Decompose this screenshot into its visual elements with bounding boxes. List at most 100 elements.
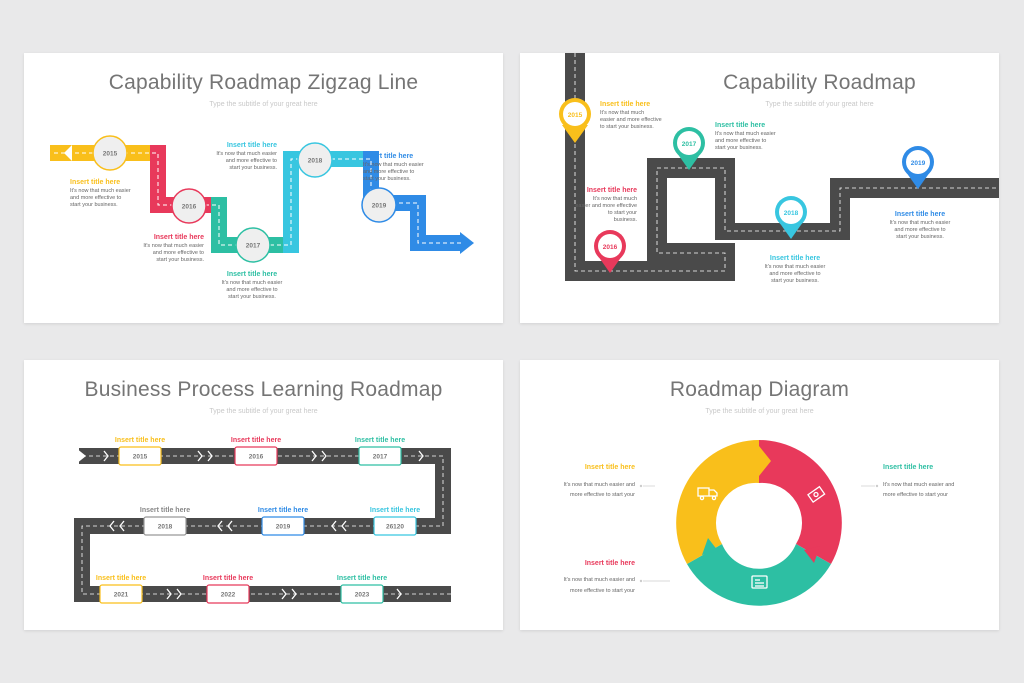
map-pin: 2015 [559,98,591,143]
milestone-desc: It's now that much easier [890,220,951,226]
callout-title: Insert title here [585,464,635,471]
step-year: 2017 [373,454,388,461]
callout-title: Insert title here [883,464,933,471]
milestone-desc: and more effective to [363,169,414,175]
document-icon [751,575,768,589]
arrow-tip [804,546,820,563]
map-pin: 2018 [775,196,807,239]
ring-segment-yellow [676,440,759,564]
step-card: Insert title here 2019 [258,507,308,536]
step-title: Insert title here [203,575,253,582]
callout-desc: It's now that much easier and [564,482,635,488]
milestone-title: Insert title here [600,101,650,108]
callout-desc: more effective to start your [570,588,635,594]
callout-right: Insert title here It's now that much eas… [861,464,954,498]
slide-subtitle: Type the subtitle of your great here [209,101,318,108]
slide-capability-roadmap[interactable]: Capability Roadmap Type the subtitle of … [520,53,999,323]
milestone-desc: and more effective to [894,227,945,233]
step-title: Insert title here [258,507,308,514]
step-year: 2018 [158,524,173,531]
pin-year: 2017 [682,141,697,148]
slide-learning-roadmap[interactable]: Business Process Learning Roadmap Type t… [24,360,503,630]
milestone-year: 2018 [308,158,323,165]
milestone-text-block: Insert title here It's now that much eas… [143,234,204,263]
step-card: Insert title here 2015 [115,437,165,466]
milestone-text-block: Insert title here It's now that much eas… [575,187,637,223]
milestone-desc: It's now that much easier [222,280,283,286]
truck-icon [697,487,718,501]
step-year: 2023 [355,592,370,599]
milestone-year: 2017 [246,243,261,250]
slide-title: Capability Roadmap Zigzag Line [108,71,419,94]
milestone-desc: start your business. [363,176,411,182]
milestone-desc: start your business. [771,278,819,284]
arrow-tip [759,446,771,476]
milestone-text-block: Insert title here It's now that much eas… [890,211,951,240]
milestone-year: 2016 [182,204,197,211]
milestone-circle: 2018 [297,142,333,178]
milestone-desc: It's now that much easier [363,162,424,168]
step-card: Insert title here 2018 [140,507,190,536]
milestone-text-block: Insert title here It's now that much eas… [70,179,131,208]
step-card: Insert title here 2022 [203,575,253,604]
step-year: 2021 [114,592,129,599]
milestone-desc: and more effective to [226,158,277,164]
milestone-desc: and more effective to [769,271,820,277]
milestone-desc: It's now that much [593,196,637,202]
step-title: Insert title here [140,507,190,514]
slide-subtitle: Type the subtitle of your great here [765,101,874,108]
milestone-title: Insert title here [587,187,637,194]
step-year: 2015 [133,454,148,461]
slide-subtitle: Type the subtitle of your great here [705,408,814,415]
milestone-text-block: Insert title here It's now that much eas… [222,271,283,300]
slide-title: Roadmap Diagram [669,378,850,401]
slide-subtitle: Type the subtitle of your great here [209,408,318,415]
ring-segment-red [759,440,842,564]
road [565,53,999,281]
milestone-desc: to start your [608,210,637,216]
map-pin: 2017 [673,127,705,170]
milestone-text-block: Insert title here It's now that much eas… [600,101,662,130]
step-title: Insert title here [115,437,165,444]
milestone-title: Insert title here [154,234,204,241]
milestone-title: Insert title here [715,122,765,129]
milestone-circle: 2019 [361,187,397,223]
cycle-diagram: Insert title here It's now that much eas… [564,440,954,606]
milestone-desc: It's now that much [600,110,644,116]
milestone-title: Insert title here [70,179,120,186]
step-card: Insert title here 2023 [337,575,387,604]
milestone-text-block: Insert title here It's now that much eas… [715,122,776,151]
milestone-text-block: Insert title here It's now that much eas… [363,153,424,182]
pin-year: 2015 [568,112,583,119]
map-pin: 2019 [902,146,934,189]
milestone-title: Insert title here [770,255,820,262]
pin-year: 2019 [911,160,926,167]
milestone-desc: It's now that much easier [765,264,826,270]
milestone-desc: start your business. [70,202,118,208]
step-title: Insert title here [370,507,420,514]
milestone-desc: It's now that much easier [143,243,204,249]
step-card: Insert title here 2021 [96,575,146,604]
milestone-title: Insert title here [363,153,413,160]
snake-road-diagram: Insert title here 2015 Insert title here… [74,437,451,604]
milestone-desc: and more effective to [70,195,121,201]
milestone-year: 2015 [103,151,118,158]
milestone-circle: 2016 [171,188,207,224]
milestone-year: 2019 [372,203,387,210]
milestone-desc: It's now that much easier [715,131,776,137]
slide-title: Capability Roadmap [723,71,916,94]
callout-left-top: Insert title here It's now that much eas… [564,464,655,498]
callout-desc: It's now that much easier and [564,577,635,583]
milestone-desc: and more effective to [153,250,204,256]
slide-zigzag-roadmap[interactable]: Capability Roadmap Zigzag Line Type the … [24,53,503,323]
milestone-title: Insert title here [227,271,277,278]
milestone-desc: start your business. [229,165,277,171]
callout-desc: It's now that much easier and [883,482,954,488]
map-pin: 2016 [594,230,626,273]
milestone-circle: 2017 [235,227,271,263]
callout-left-bottom: Insert title here It's now that much eas… [564,560,670,594]
slide-roadmap-diagram[interactable]: Roadmap Diagram Type the subtitle of you… [520,360,999,630]
step-year: 2019 [276,524,291,531]
slide-title: Business Process Learning Roadmap [84,378,443,401]
milestone-desc: and more effective to [226,287,277,293]
